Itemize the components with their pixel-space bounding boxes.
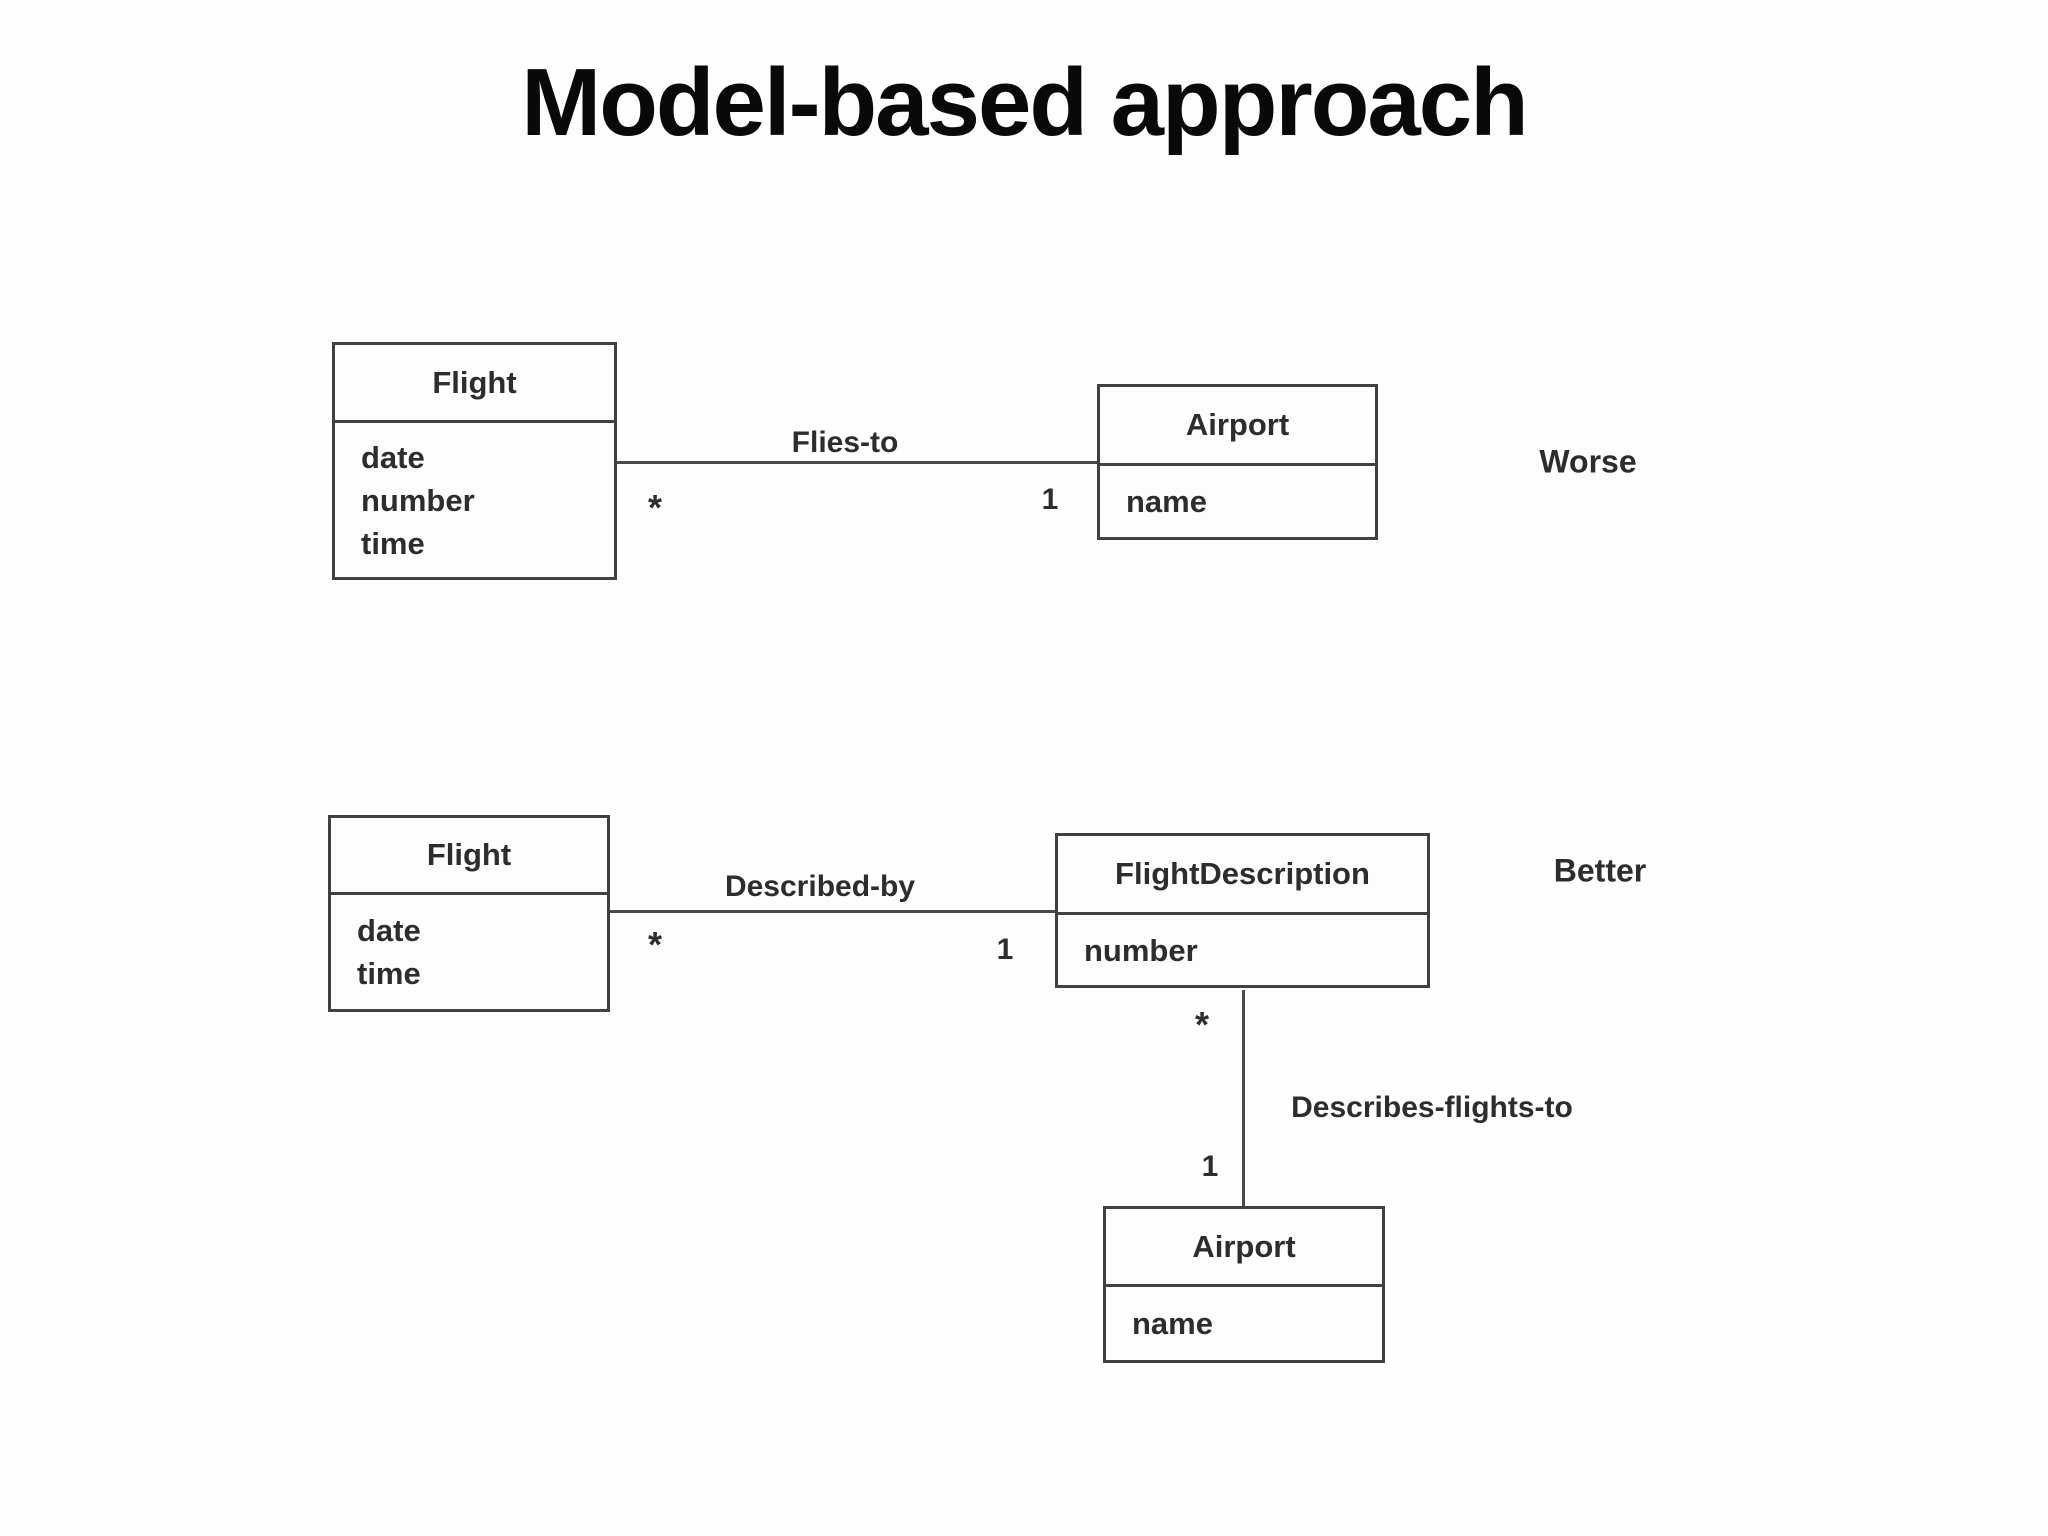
association-label-flies-to: Flies-to: [791, 426, 899, 459]
uml-class-flight-description: FlightDescription number: [1055, 833, 1430, 988]
attr-date: date: [357, 913, 421, 948]
attr-name: name: [1132, 1306, 1213, 1341]
uml-class-airport-better: Airport name: [1103, 1206, 1385, 1363]
association-label-described-by: Described-by: [724, 870, 916, 903]
attr-date: date: [361, 439, 425, 475]
attr-time: time: [361, 525, 425, 561]
association-line-described-by: [610, 910, 1055, 913]
class-attrs-airport-worse: name: [1100, 466, 1375, 537]
page-title: Model-based approach: [521, 49, 1529, 156]
class-title-flight-description: FlightDescription: [1058, 836, 1427, 915]
uml-class-flight-better: Flight date time: [328, 815, 610, 1012]
class-title-airport-worse: Airport: [1100, 387, 1375, 466]
class-title-airport-better: Airport: [1106, 1209, 1382, 1287]
multiplicity-star-flies-to: *: [647, 487, 663, 528]
class-attrs-airport-better: name: [1106, 1287, 1382, 1360]
class-attrs-flight-better: date time: [331, 895, 607, 1009]
uml-class-airport-worse: Airport name: [1097, 384, 1378, 540]
association-label-describes-flights-to: Describes-flights-to: [1291, 1091, 1573, 1124]
multiplicity-one-flies-to: 1: [1041, 483, 1059, 516]
attr-name: name: [1126, 484, 1207, 519]
multiplicity-star-describes-flights-to: *: [1194, 1004, 1210, 1045]
class-title-flight-better: Flight: [331, 818, 607, 895]
uml-class-flight-worse: Flight date number time: [332, 342, 617, 580]
multiplicity-one-describes-flights-to: 1: [1201, 1150, 1219, 1183]
association-line-describes-flights-to: [1242, 990, 1245, 1206]
attr-time: time: [357, 956, 421, 991]
class-attrs-flight-worse: date number time: [335, 423, 614, 577]
attr-number: number: [361, 482, 475, 518]
caption-worse: Worse: [1539, 443, 1637, 480]
association-line-flies-to: [617, 461, 1097, 464]
caption-better: Better: [1553, 852, 1647, 889]
class-title-flight-worse: Flight: [335, 345, 614, 423]
multiplicity-star-described-by: *: [647, 924, 663, 965]
multiplicity-one-described-by: 1: [996, 933, 1014, 966]
class-attrs-flight-description: number: [1058, 915, 1427, 985]
attr-number: number: [1084, 932, 1198, 968]
